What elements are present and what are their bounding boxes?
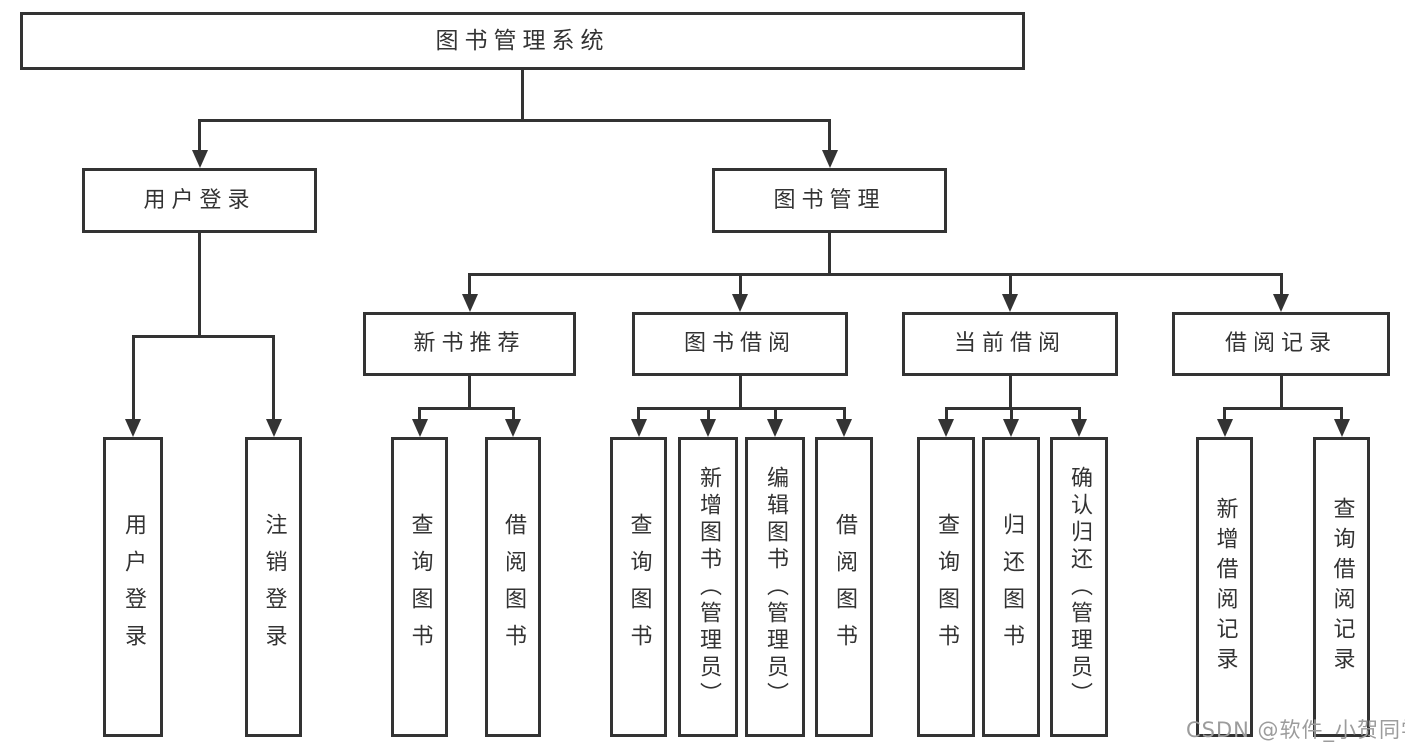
node-cb-query: 查询图书 [917, 437, 975, 737]
connector-line [521, 70, 524, 119]
arrowhead-down-icon [1273, 294, 1289, 312]
node-label: 用户登录 [143, 187, 256, 213]
connector-line [944, 407, 948, 419]
node-label: 图书管理 [773, 187, 886, 213]
node-label: 借阅图书 [832, 513, 857, 661]
arrowhead-down-icon [630, 419, 647, 437]
node-bb-add: 新增图书（管理员） [678, 437, 738, 737]
node-label: 新增借阅记录 [1212, 497, 1238, 677]
node-cb-confirm: 确认归还（管理员） [1050, 437, 1108, 737]
connector-line [272, 335, 275, 419]
arrowhead-down-icon [836, 419, 852, 437]
node-label: 图书借阅 [683, 331, 796, 356]
node-cb-return: 归还图书 [982, 437, 1040, 737]
node-bb-borrow: 借阅图书 [815, 437, 873, 737]
arrowhead-down-icon [767, 419, 783, 437]
arrowhead-down-icon [732, 294, 748, 312]
connector-line [842, 407, 846, 419]
connector-line [131, 335, 275, 338]
arrowhead-down-icon [1002, 294, 1018, 312]
connector-line [418, 407, 421, 419]
node-label: 新书推荐 [413, 331, 526, 356]
node-br-add: 新增借阅记录 [1196, 437, 1253, 737]
arrowhead-down-icon [700, 419, 716, 437]
node-book-mgmt: 图书管理 [712, 168, 947, 233]
node-current-borrow: 当前借阅 [902, 312, 1118, 376]
connector-line [738, 273, 742, 294]
node-label: 归还图书 [999, 513, 1024, 661]
connector-line [738, 376, 742, 407]
connector-line [198, 233, 201, 335]
connector-line [1008, 376, 1012, 407]
connector-line [1008, 273, 1012, 294]
arrowhead-down-icon [1333, 419, 1350, 437]
node-label: 查询图书 [407, 513, 433, 661]
arrowhead-down-icon [1216, 419, 1233, 437]
node-label: 当前借阅 [953, 331, 1066, 356]
connector-line [773, 407, 777, 419]
arrowhead-down-icon [1003, 419, 1019, 437]
node-book-borrow: 图书借阅 [632, 312, 848, 376]
node-label: 查询借阅记录 [1329, 497, 1355, 677]
node-label: 查询图书 [934, 513, 959, 661]
node-label: 借阅记录 [1224, 331, 1337, 356]
connector-line [511, 407, 515, 419]
node-label: 注销登录 [261, 513, 287, 661]
connector-line [828, 233, 831, 273]
node-label: 新增图书（管理员） [696, 465, 721, 709]
node-borrow-records: 借阅记录 [1172, 312, 1390, 376]
connector-line [944, 407, 1081, 410]
connector-line [1279, 376, 1283, 407]
arrowhead-down-icon [411, 419, 428, 437]
node-user-login: 用户登录 [82, 168, 317, 233]
connector-line [1223, 407, 1226, 419]
node-label: 查询图书 [626, 513, 652, 661]
arrowhead-down-icon [1071, 419, 1087, 437]
connector-line [706, 407, 710, 419]
node-label: 图书管理系统 [435, 27, 610, 54]
connector-line [1223, 407, 1343, 410]
connector-line [468, 376, 471, 407]
connector-line [468, 273, 471, 294]
node-br-query: 查询借阅记录 [1313, 437, 1370, 737]
arrowhead-down-icon [191, 150, 208, 168]
arrowhead-down-icon [938, 419, 954, 437]
connector-line [1077, 407, 1081, 419]
connector-line [1279, 273, 1283, 294]
connector-line [1009, 407, 1013, 419]
arrowhead-down-icon [505, 419, 521, 437]
connector-line [1340, 407, 1343, 419]
node-label: 编辑图书（管理员） [763, 465, 788, 709]
connector-line [131, 335, 135, 419]
node-label: 借阅图书 [501, 513, 526, 661]
connector-line [468, 273, 1283, 276]
connector-line [198, 119, 831, 122]
connector-line [637, 407, 640, 419]
connector-line [828, 119, 831, 150]
arrowhead-down-icon [461, 294, 478, 312]
node-rec-query: 查询图书 [391, 437, 448, 737]
arrowhead-down-icon [821, 150, 838, 168]
node-logout: 注销登录 [245, 437, 302, 737]
node-new-book-rec: 新书推荐 [363, 312, 576, 376]
node-rec-borrow: 借阅图书 [485, 437, 541, 737]
node-login: 用户登录 [103, 437, 163, 737]
watermark: CSDN @软件_小贺同学 [1186, 718, 1405, 742]
arrowhead-down-icon [265, 419, 282, 437]
connector-line [637, 407, 846, 410]
node-bb-edit: 编辑图书（管理员） [745, 437, 805, 737]
connector-line [198, 119, 201, 150]
node-label: 用户登录 [121, 513, 146, 661]
node-bb-query: 查询图书 [610, 437, 667, 737]
arrowhead-down-icon [125, 419, 141, 437]
node-label: 确认归还（管理员） [1067, 465, 1092, 709]
connector-line [418, 407, 515, 410]
node-root: 图书管理系统 [20, 12, 1025, 70]
